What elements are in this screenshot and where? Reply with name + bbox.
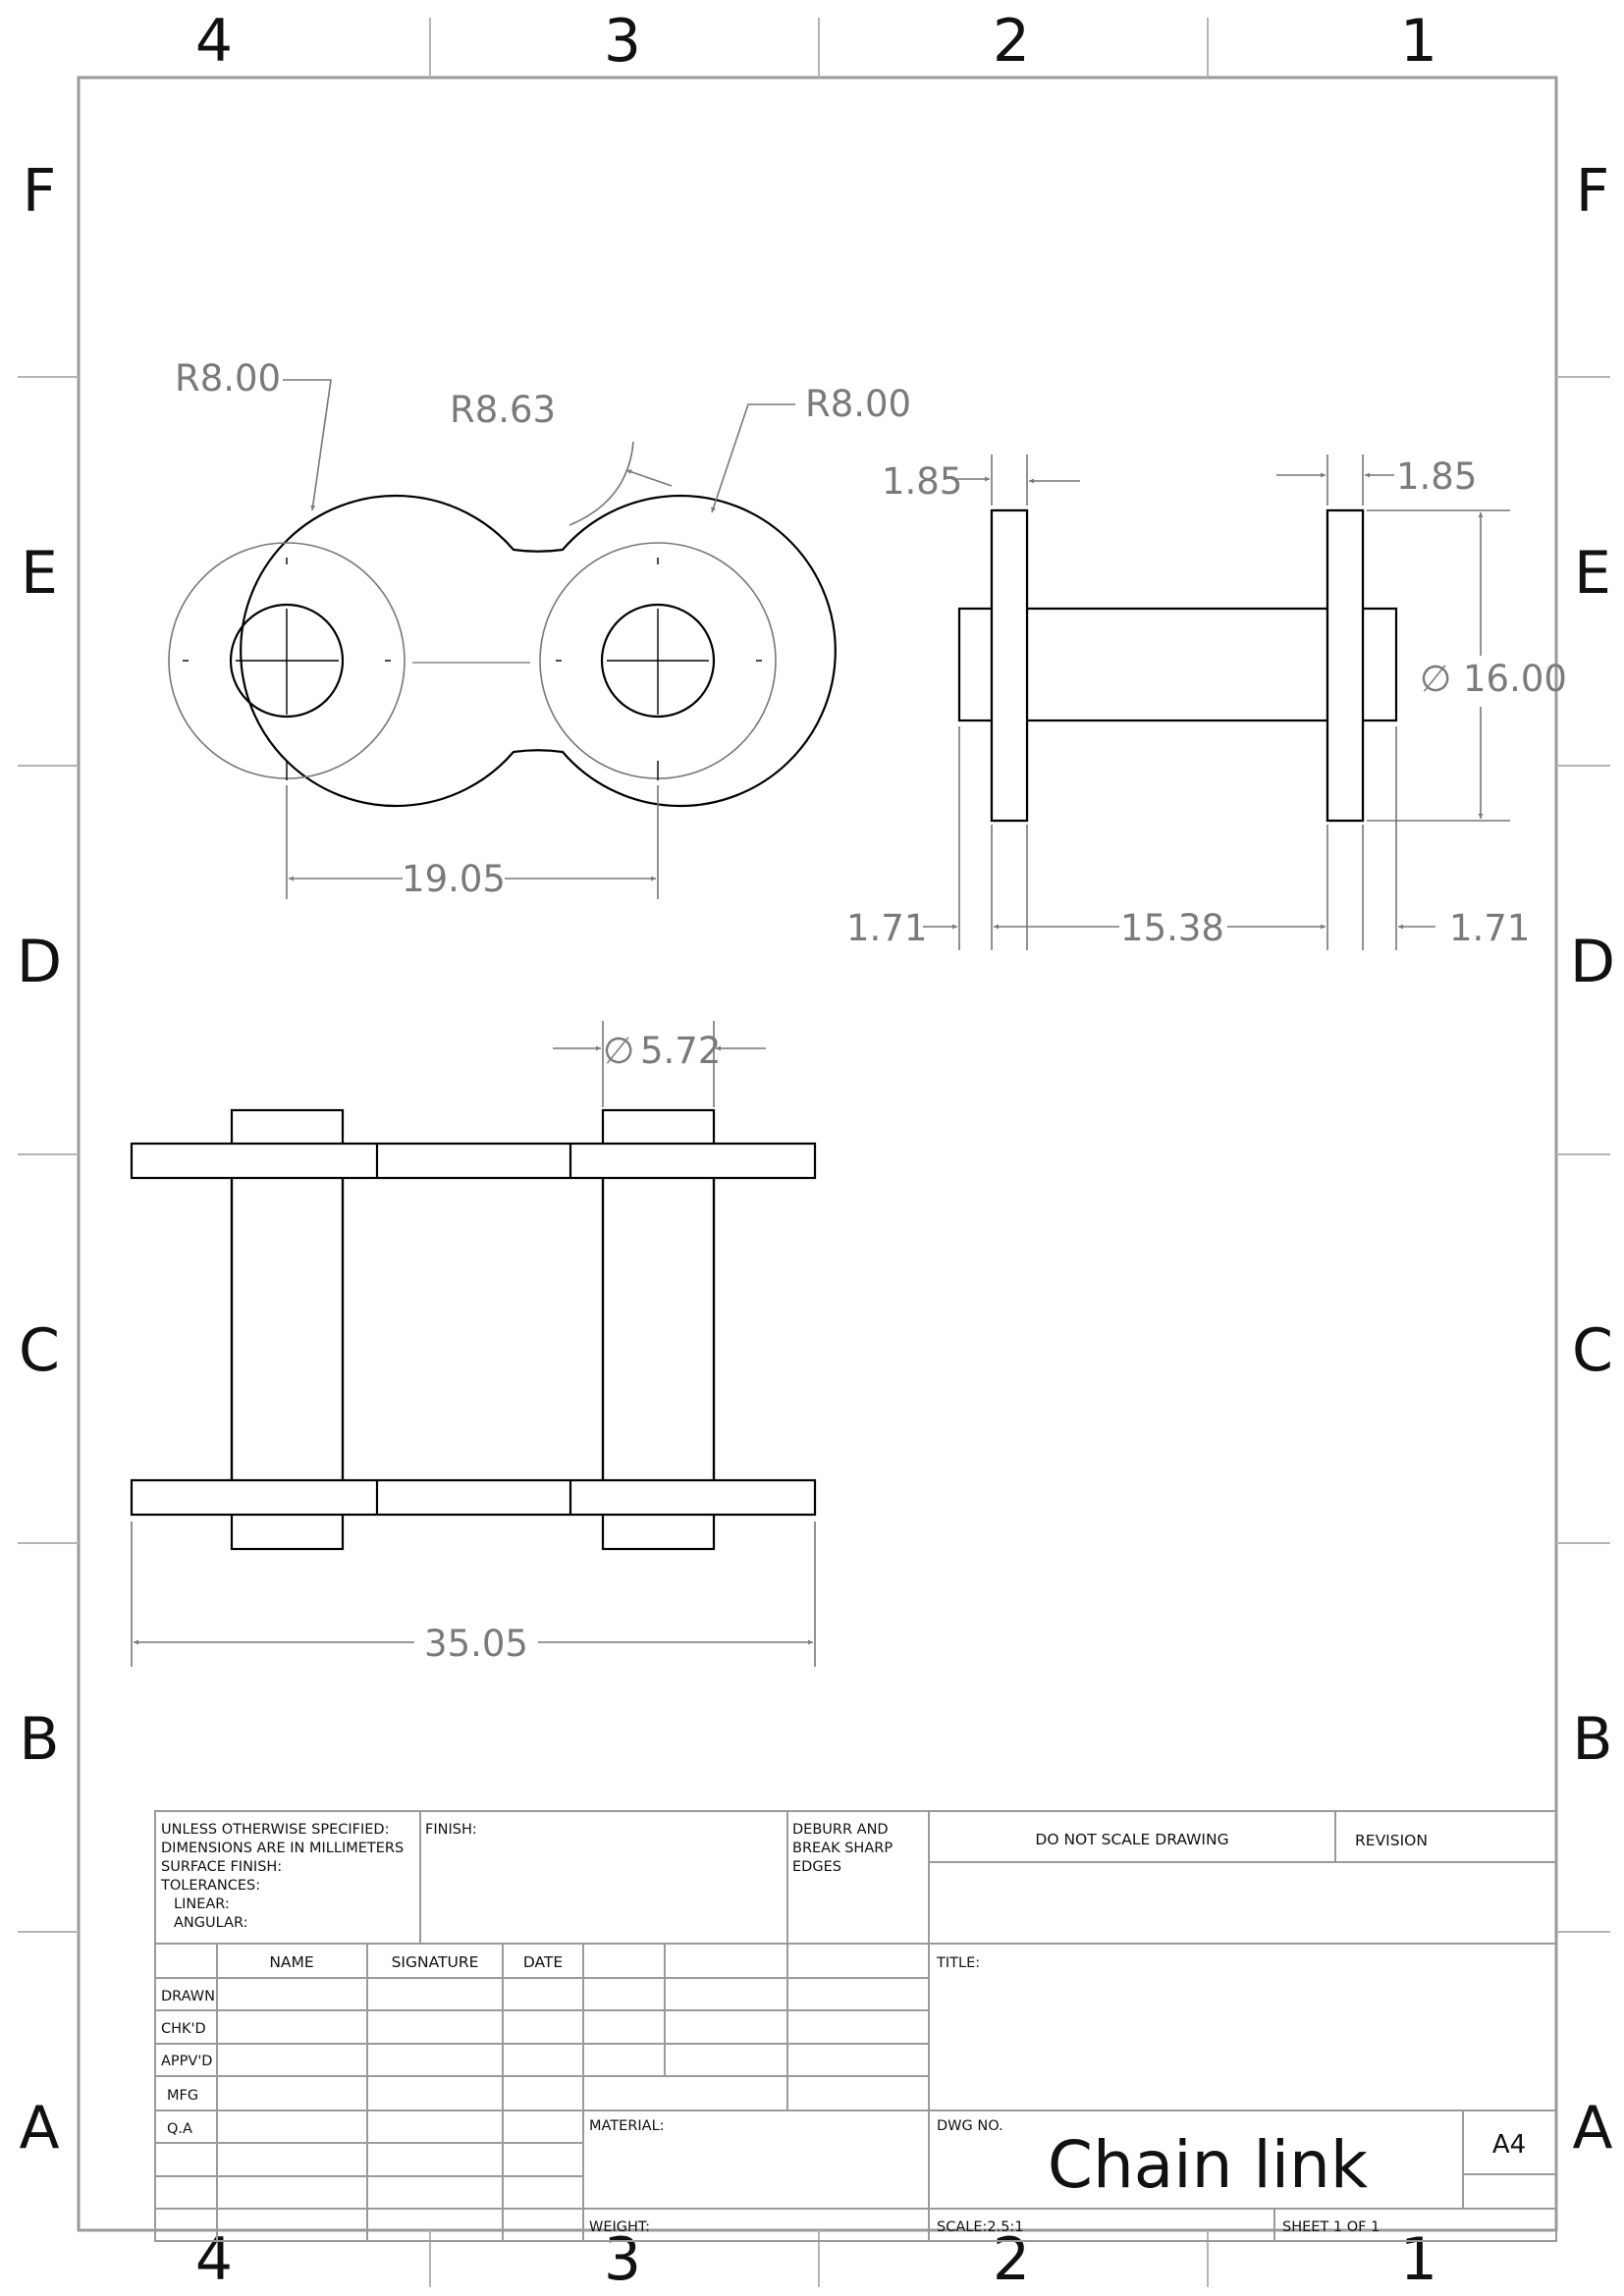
zone-row-f-right: F xyxy=(1576,157,1610,226)
dim-top-overall-width-text: 35.05 xyxy=(424,1623,528,1665)
zone-row-e-right: E xyxy=(1574,539,1611,608)
zone-row-b-left: B xyxy=(19,1705,59,1774)
zone-row-b-right: B xyxy=(1572,1705,1612,1774)
zone-row-a-right: A xyxy=(1572,2094,1612,2163)
dim-side-widths: 1.71 15.38 1.71 xyxy=(846,726,1530,950)
dim-top-pin-diameter-symbol: ∅ xyxy=(603,1030,634,1072)
zone-labels: 4 3 2 1 4 3 2 1 F E D C B A F E D C B A xyxy=(17,7,1615,2294)
title-block: UNLESS OTHERWISE SPECIFIED: DIMENSIONS A… xyxy=(154,1810,1557,2242)
zone-col-3-top: 3 xyxy=(604,7,641,76)
row-drawn: DRAWN xyxy=(161,1989,215,2004)
finish-label: FINISH: xyxy=(425,1822,477,1838)
drawing-frame xyxy=(18,18,1610,2287)
note-surface-finish: SURFACE FINISH: xyxy=(161,1859,282,1875)
do-not-scale-note: DO NOT SCALE DRAWING xyxy=(1035,1831,1228,1848)
dim-side-inner-width-text: 15.38 xyxy=(1120,907,1224,949)
sheet-size: A4 xyxy=(1492,2130,1526,2160)
side-roller-body xyxy=(957,607,1398,722)
note-angular: ANGULAR: xyxy=(174,1915,247,1931)
dim-side-plate-left: 1.85 xyxy=(882,454,1080,506)
top-upper-plate xyxy=(130,1142,817,1180)
zone-col-3-bottom: 3 xyxy=(604,2225,641,2294)
deburr-line-3: EDGES xyxy=(792,1859,841,1875)
dim-side-plate-left-text: 1.85 xyxy=(882,460,962,503)
dim-side-plate-right: 1.85 xyxy=(1276,454,1477,506)
weight-label: WEIGHT: xyxy=(589,2219,650,2235)
revision-label: REVISION xyxy=(1355,1832,1428,1849)
zone-row-e-left: E xyxy=(21,539,58,608)
sheet-label: SHEET 1 OF 1 xyxy=(1282,2219,1380,2235)
header-name: NAME xyxy=(269,1953,313,1971)
dim-top-pin-diameter: ∅ 5.72 xyxy=(553,1021,766,1107)
front-center-marks xyxy=(183,558,762,780)
drawing-title: Chain link xyxy=(1048,2127,1369,2203)
dim-waist-radius-text: R8.63 xyxy=(450,389,556,431)
dim-side-diameter-text: 16.00 xyxy=(1463,658,1567,700)
row-qa: Q.A xyxy=(167,2121,192,2137)
top-view: ∅ 5.72 35.05 xyxy=(130,1021,817,1667)
note-linear: LINEAR: xyxy=(174,1896,230,1912)
zone-row-d-left: D xyxy=(17,928,62,996)
dim-left-radius: R8.00 xyxy=(175,357,332,511)
material-label: MATERIAL: xyxy=(589,2118,665,2134)
zone-col-1-bottom: 1 xyxy=(1400,2225,1437,2294)
left-pin-hole xyxy=(229,603,345,719)
zone-col-4-bottom: 4 xyxy=(195,2225,233,2294)
dim-pitch: 19.05 xyxy=(286,785,659,900)
dim-top-pin-diameter-text: 5.72 xyxy=(640,1030,721,1072)
scale-label: SCALE:2.5:1 xyxy=(937,2219,1024,2235)
deburr-line-1: DEBURR AND xyxy=(792,1822,889,1838)
zone-col-2-bottom: 2 xyxy=(993,2225,1030,2294)
row-mfg: MFG xyxy=(167,2088,198,2104)
dim-side-overhang-right-text: 1.71 xyxy=(1449,907,1530,949)
right-pin-hole xyxy=(600,603,716,719)
header-date: DATE xyxy=(523,1953,563,1971)
zone-row-f-left: F xyxy=(23,157,57,226)
dim-pitch-text: 19.05 xyxy=(402,858,506,900)
row-checked: CHK'D xyxy=(161,2021,206,2037)
dim-right-radius-text: R8.00 xyxy=(805,383,911,425)
note-unless-specified: UNLESS OTHERWISE SPECIFIED: xyxy=(161,1822,389,1838)
dim-right-radius: R8.00 xyxy=(711,383,911,513)
zone-col-1-top: 1 xyxy=(1400,7,1437,76)
zone-col-2-top: 2 xyxy=(993,7,1030,76)
dim-side-diameter-symbol: ∅ xyxy=(1420,658,1451,700)
note-tolerances: TOLERANCES: xyxy=(160,1878,260,1894)
front-view-outline xyxy=(240,494,837,808)
dim-side-overhang-left-text: 1.71 xyxy=(846,907,927,949)
note-dimensions-units: DIMENSIONS ARE IN MILLIMETERS xyxy=(161,1841,404,1856)
dim-side-diameter: ∅ 16.00 xyxy=(1367,509,1567,822)
zone-row-a-left: A xyxy=(19,2094,59,2163)
zone-row-c-right: C xyxy=(1572,1316,1613,1385)
side-view: 1.85 1.85 ∅ 16.00 xyxy=(846,454,1567,950)
dim-top-overall-width: 35.05 xyxy=(131,1522,816,1667)
deburr-line-2: BREAK SHARP xyxy=(792,1841,893,1856)
title-label: TITLE: xyxy=(936,1955,980,1971)
top-lower-plate xyxy=(130,1478,817,1517)
zone-row-d-right: D xyxy=(1570,928,1615,996)
dwg-no-label: DWG NO. xyxy=(937,2118,1003,2134)
front-view: R8.00 R8.63 R8.00 19.05 xyxy=(168,357,911,900)
header-signature: SIGNATURE xyxy=(392,1953,479,1971)
dim-left-radius-text: R8.00 xyxy=(175,357,281,400)
zone-row-c-left: C xyxy=(19,1316,60,1385)
zone-col-4-top: 4 xyxy=(195,7,233,76)
dim-side-plate-right-text: 1.85 xyxy=(1396,455,1477,498)
dim-waist-radius: R8.63 xyxy=(450,389,673,526)
row-approved: APPV'D xyxy=(161,2054,212,2069)
